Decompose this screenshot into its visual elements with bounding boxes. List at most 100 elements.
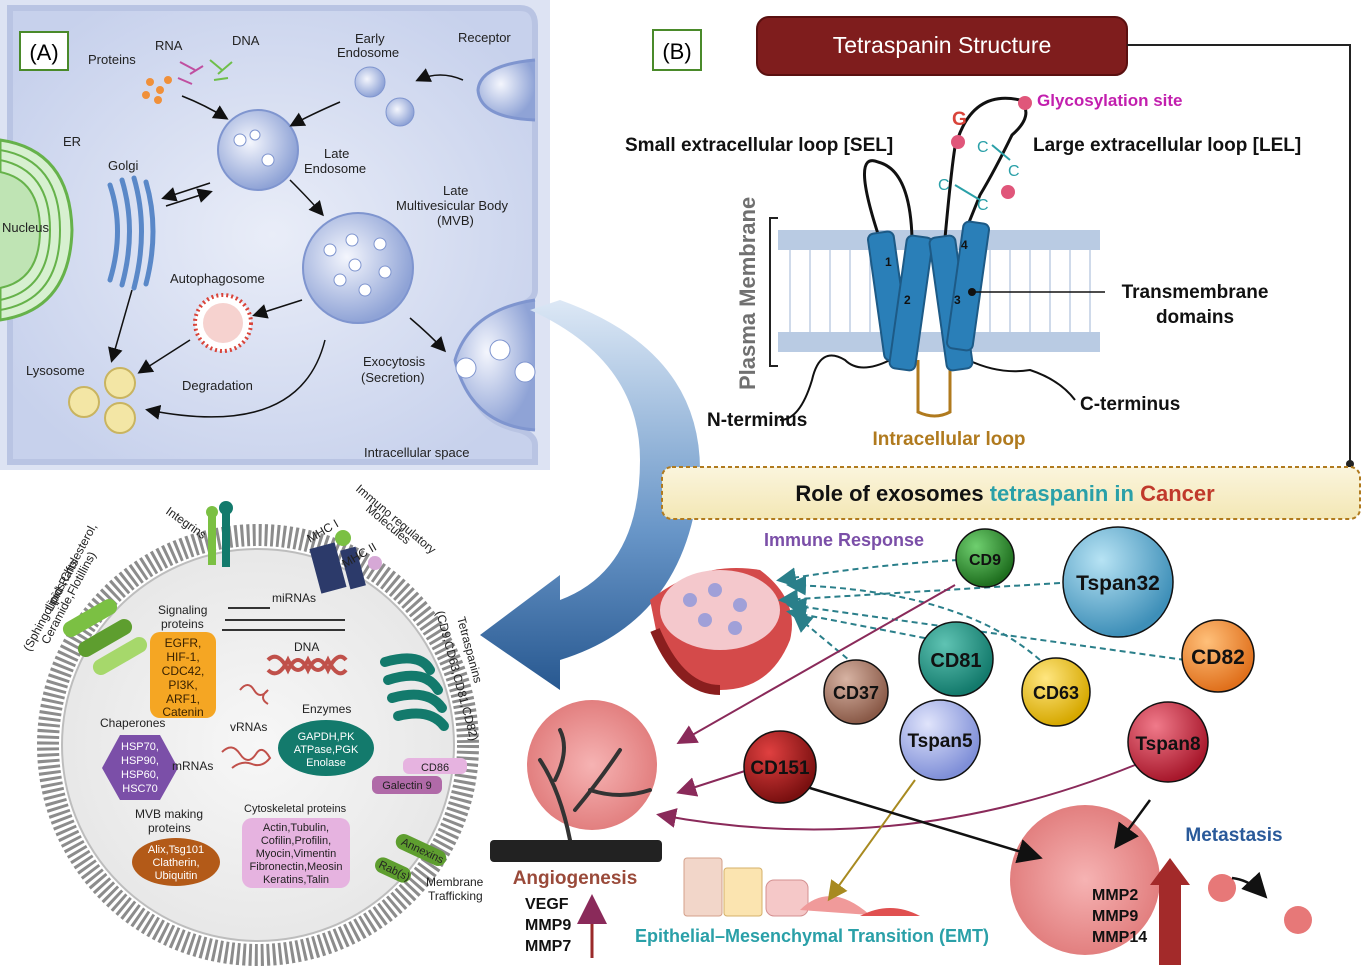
label-exocytosis-2: (Secretion)	[361, 370, 425, 385]
signaling-item: PI3K,	[168, 678, 197, 692]
cyto-item: Myocin,Vimentin	[256, 848, 337, 860]
panel-b-label-box	[652, 29, 702, 71]
label-galectin: Galectin 9	[382, 780, 432, 792]
label-cyto-title: Cytoskeletal proteins	[244, 803, 347, 815]
label-mvb-2: Multivesicular Body	[396, 198, 508, 213]
lel-label: Large extracellular loop [LEL]	[1033, 135, 1301, 156]
n-terminus-label: N-terminus	[707, 410, 807, 431]
cyto-item: Keratins,Talin	[263, 874, 329, 886]
sphere-cd37: CD37	[823, 659, 889, 725]
angio-marker: VEGF	[525, 896, 569, 913]
label-golgi: Golgi	[108, 158, 138, 173]
sphere-cd9-label: CD9	[969, 552, 1001, 569]
emt-label: Epithelial–Mesenchymal Transition (EMT)	[635, 926, 989, 946]
label-exo-dna: DNA	[294, 640, 319, 654]
cysteine-label: C	[977, 197, 989, 214]
angio-marker: MMP9	[525, 917, 571, 934]
intracellular-loop-label: Intracellular loop	[872, 429, 1025, 450]
label-membrane-2: Trafficking	[428, 889, 483, 903]
label-late-endosome-1: Late	[324, 146, 349, 161]
glyco-g-label: G	[952, 109, 967, 130]
enzyme-item: ATPase,PGK	[294, 744, 359, 756]
label-vrnas: vRNAs	[230, 720, 267, 734]
sphere-cd37-label: CD37	[833, 683, 879, 703]
role-part-1: Role of exosomes	[795, 481, 989, 506]
label-membrane-1: Membrane	[426, 875, 484, 889]
sphere-cd63: CD63	[1021, 657, 1091, 727]
domain-4: 4	[961, 238, 968, 252]
label-lysosome: Lysosome	[26, 363, 85, 378]
cancer-roles: CD9 Tspan32 CD81 CD82 CD37 CD63 Tspan5 T…	[490, 526, 1312, 965]
angiogenesis-label: Angiogenesis	[513, 868, 638, 889]
chaperone-item: HSP90,	[121, 755, 159, 767]
label-dna: DNA	[232, 33, 260, 48]
sphere-cd82-label: CD82	[1191, 646, 1245, 669]
sphere-tspan5: Tspan5	[899, 699, 981, 781]
sphere-tspan8-label: Tspan8	[1135, 734, 1200, 755]
plasma-membrane-label: Plasma Membrane	[735, 197, 760, 390]
cysteine-label: C	[938, 177, 950, 194]
metastasis-label: Metastasis	[1185, 825, 1282, 846]
label-mhc1: MHC I	[305, 516, 341, 545]
label-cd86: CD86	[421, 762, 449, 774]
role-part-2: tetraspanin in	[990, 481, 1140, 506]
transmembrane-helices	[866, 220, 991, 372]
panel-b-label: (B)	[662, 39, 691, 64]
angio-marker: MMP7	[525, 938, 571, 955]
c-terminus-label: C-terminus	[1080, 394, 1180, 415]
signaling-item: Catenin	[162, 705, 203, 719]
exosome-diagram: Lipid Rafts (Sphingolipids,Cholesterol, …	[20, 482, 485, 966]
sphere-tspan5-label: Tspan5	[907, 731, 973, 752]
label-mvb-making-1: MVB making	[135, 807, 203, 821]
curved-arrow	[480, 300, 700, 690]
label-nucleus: Nucleus	[2, 220, 49, 235]
sphere-tspan32-label: Tspan32	[1076, 572, 1160, 595]
panel-a-cell: (A) Proteins RNA DNA Early Endosome Rece…	[0, 0, 550, 470]
role-banner-text: Role of exosomes tetraspanin in Cancer	[795, 481, 1215, 506]
panel-a-label: (A)	[29, 40, 58, 65]
metastasis-marker: MMP9	[1092, 908, 1138, 925]
signaling-item: HIF-1,	[166, 650, 199, 664]
label-mvb-1: Late	[443, 183, 468, 198]
chaperone-item: HSP60,	[121, 769, 159, 781]
transmembrane-label-2: domains	[1156, 307, 1234, 328]
chaperone-item: HSP70,	[121, 741, 159, 753]
sphere-cd63-label: CD63	[1033, 683, 1079, 703]
cyto-item: Actin,Tubulin,	[263, 822, 329, 834]
cysteine-label: C	[977, 139, 989, 156]
label-autophagosome: Autophagosome	[170, 271, 265, 286]
panel-b: (B) Tetraspanin Structure Plasma Membran…	[625, 16, 1361, 520]
domain-1: 1	[885, 255, 892, 269]
mvb-item: Ubiquitin	[155, 870, 198, 882]
domain-2: 2	[904, 293, 911, 307]
cyto-item: Fibronectin,Meosin	[250, 861, 343, 873]
sphere-cd151-label: CD151	[750, 758, 810, 779]
label-exocytosis-1: Exocytosis	[363, 354, 426, 369]
signaling-item: ARF1,	[166, 692, 200, 706]
label-early-endosome-2: Endosome	[337, 45, 399, 60]
label-mrnas: mRNAs	[172, 759, 213, 773]
sphere-cd81-label: CD81	[930, 650, 981, 672]
mvb-item: Clatherin,	[152, 857, 199, 869]
signaling-item: CDC42,	[162, 664, 205, 678]
structure-title: Tetraspanin Structure	[833, 32, 1052, 58]
panel-a-label-box	[19, 31, 69, 71]
domain-3: 3	[954, 293, 961, 307]
cyto-item: Cofilin,Profilin,	[261, 835, 331, 847]
label-degradation: Degradation	[182, 378, 253, 393]
cysteine-label: C	[1008, 163, 1020, 180]
mvb-item: Alix,Tsg101	[148, 844, 204, 856]
label-proteins: Proteins	[88, 52, 136, 67]
label-mvb-3: (MVB)	[437, 213, 474, 228]
glycosylation-label: Glycosylation site	[1037, 91, 1183, 110]
label-chaperones: Chaperones	[100, 716, 165, 730]
chaperone-item: HSC70	[122, 783, 157, 795]
label-signaling-2: proteins	[161, 617, 204, 631]
label-early-endosome-1: Early	[355, 31, 385, 46]
metastasis-marker: MMP2	[1092, 887, 1138, 904]
label-late-endosome-2: Endosome	[304, 161, 366, 176]
label-enzymes: Enzymes	[302, 702, 351, 716]
label-mirnas: miRNAs	[272, 591, 316, 605]
enzyme-item: Enolase	[306, 757, 346, 769]
label-rna: RNA	[155, 38, 183, 53]
